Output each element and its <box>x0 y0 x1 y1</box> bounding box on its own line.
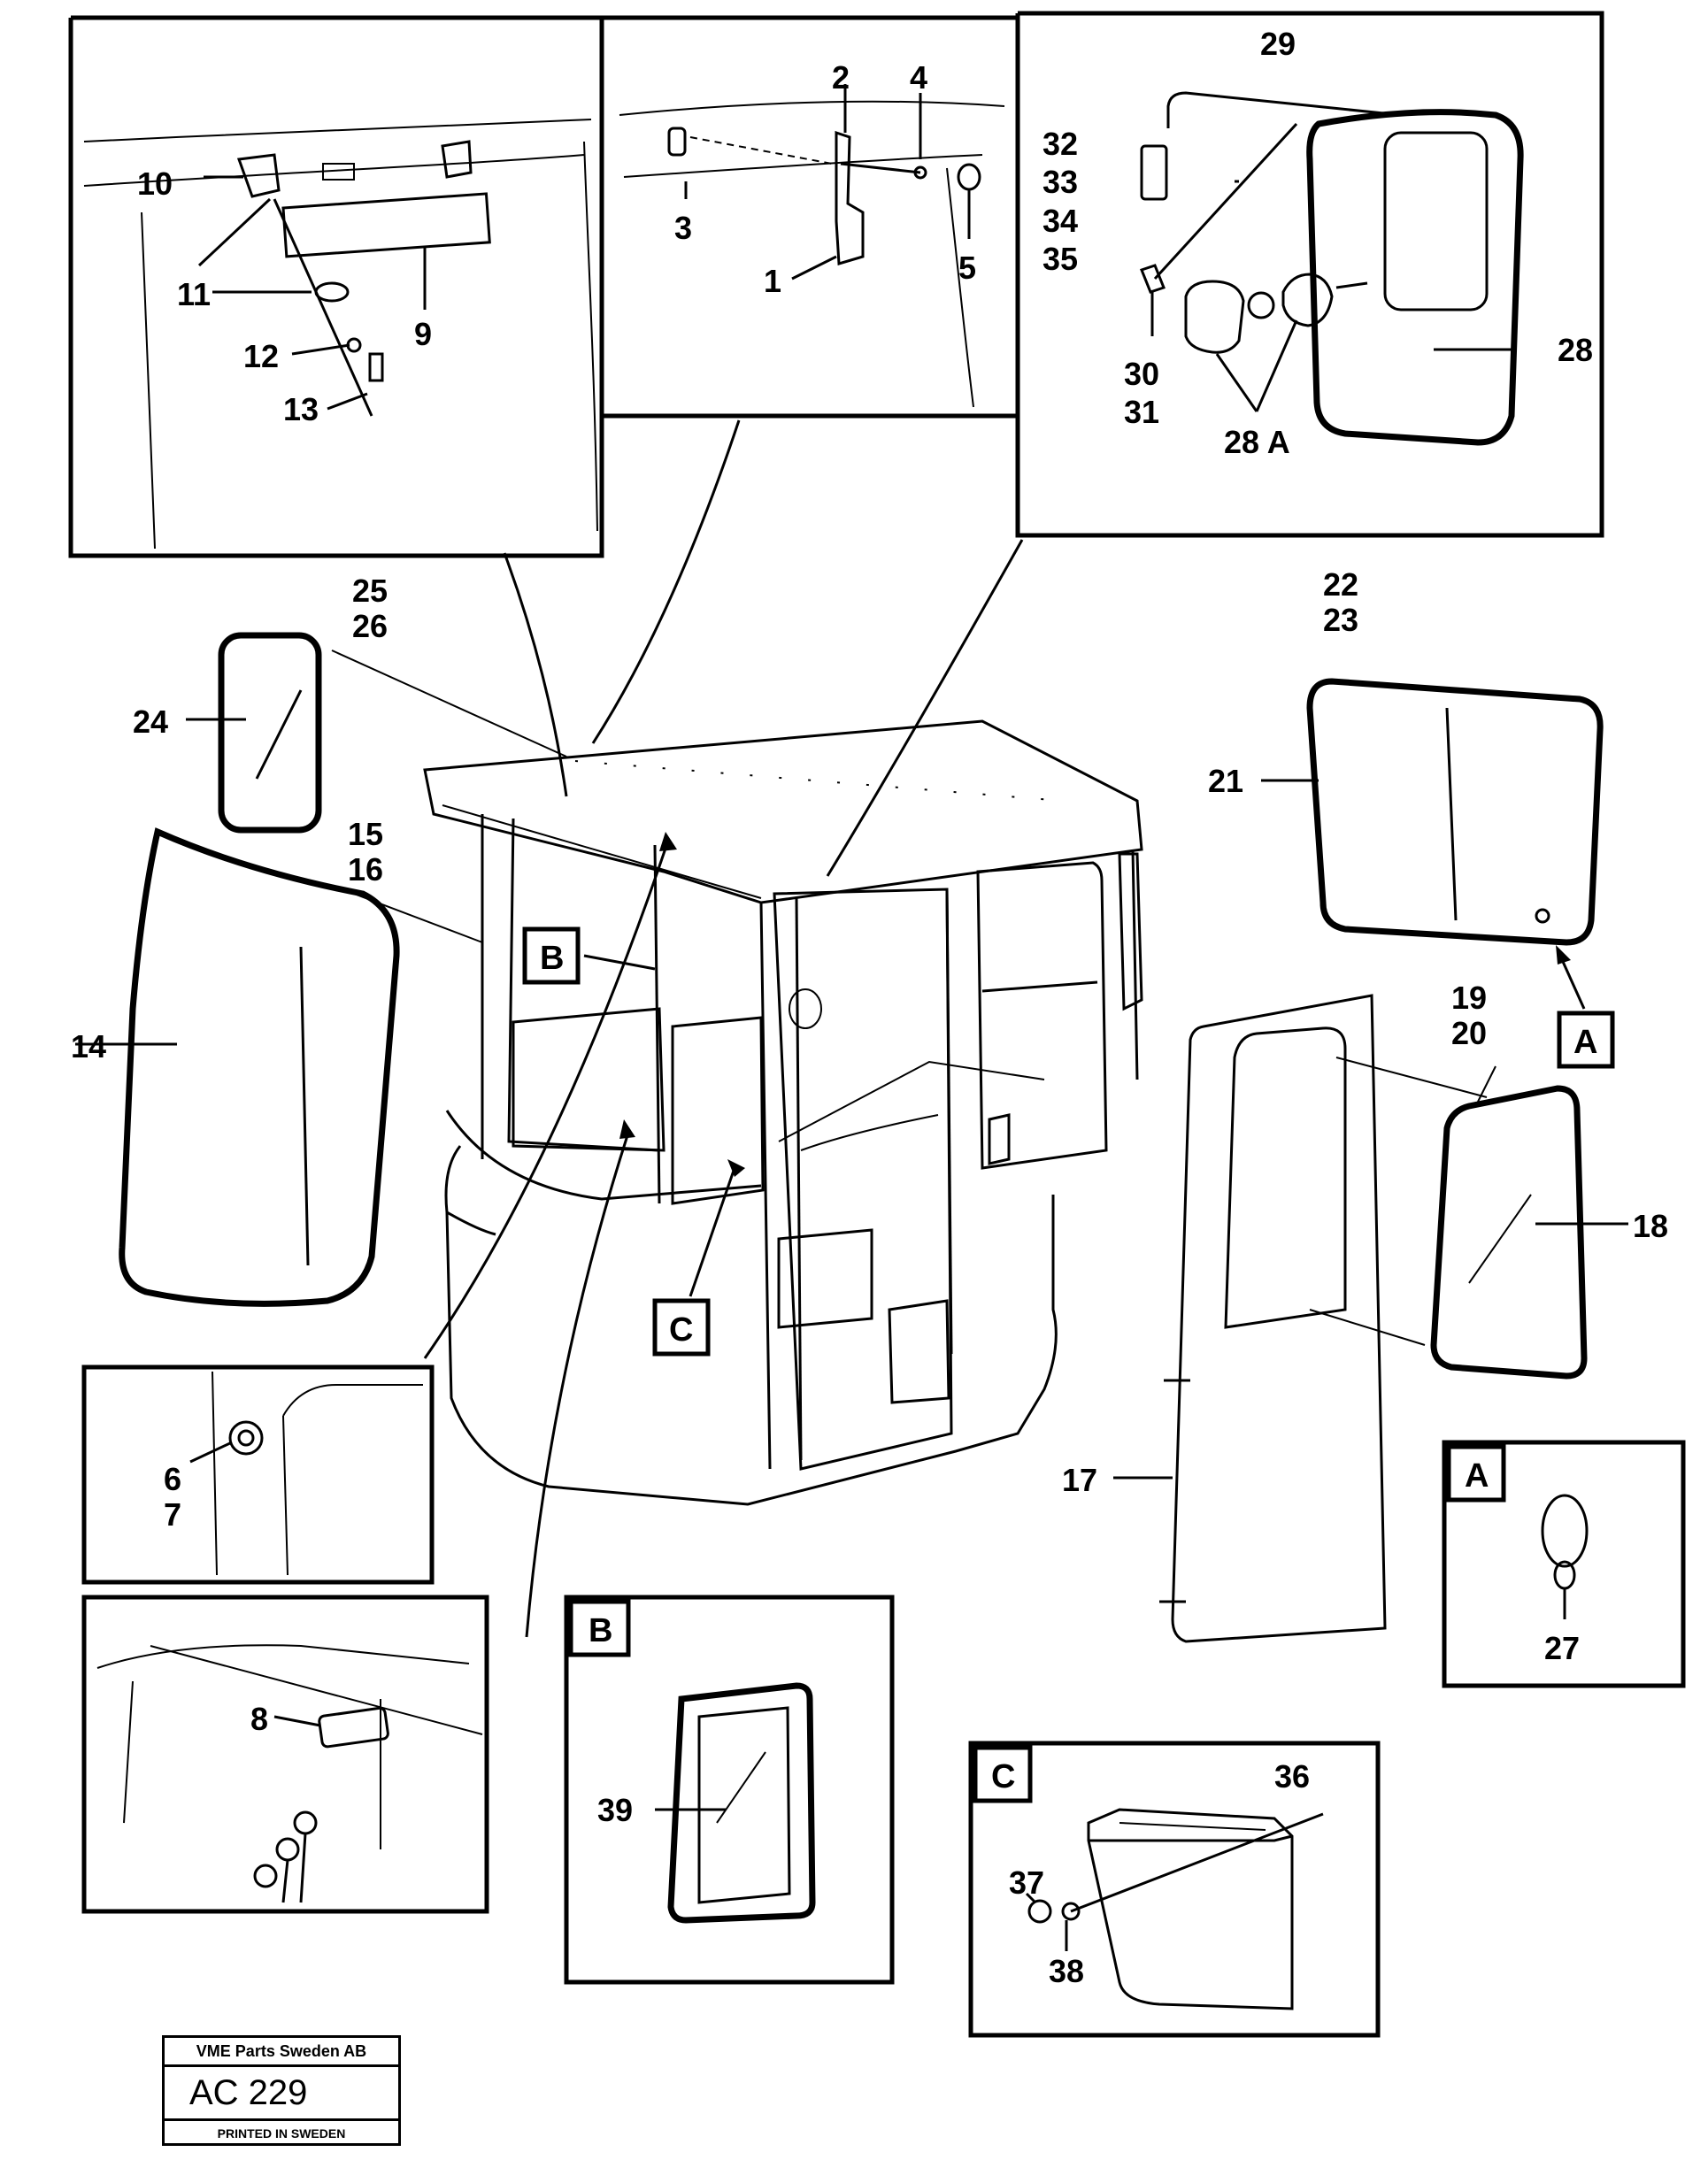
windshield-part-14: 14 15 16 <box>71 816 483 1307</box>
rear-window-part-21: 21 22 23 <box>1208 566 1604 946</box>
ref-letter-a-main: A <box>1573 1024 1597 1061</box>
ref-marker-c-main: C <box>652 1159 745 1357</box>
part-label-24: 24 <box>133 703 168 740</box>
part-label-38: 38 <box>1049 1953 1084 1989</box>
part-label-28a: 28 A <box>1224 424 1290 460</box>
part-label-5: 5 <box>958 250 976 286</box>
part-label-10: 10 <box>137 165 173 202</box>
part-label-3: 3 <box>674 210 692 246</box>
inset-leader-ext-mirror <box>826 539 1024 877</box>
inset-sun-visor: 10 11 12 13 9 <box>68 15 604 558</box>
ref-marker-a-main: A <box>1556 945 1615 1069</box>
part-label-17: 17 <box>1062 1462 1097 1498</box>
part-label-15: 15 <box>348 816 383 852</box>
part-label-36: 36 <box>1274 1758 1310 1795</box>
door-window-part-18: 18 19 20 <box>1309 980 1668 1380</box>
arrow-head-b <box>659 832 677 851</box>
part-label-31: 31 <box>1124 394 1159 430</box>
part-label-6: 6 <box>164 1461 181 1497</box>
stamp-code: AC 229 <box>165 2067 398 2121</box>
part-label-39: 39 <box>597 1792 633 1828</box>
leader-to-box-c <box>525 1132 630 1638</box>
part-label-7: 7 <box>164 1496 181 1533</box>
door-part-17: 17 <box>1062 994 1387 1643</box>
part-label-12: 12 <box>243 338 279 374</box>
part-label-1: 1 <box>764 263 781 299</box>
ref-marker-b-main: B <box>522 926 656 985</box>
part-label-2: 2 <box>832 59 850 96</box>
part-label-25: 25 <box>352 573 388 609</box>
part-label-33: 33 <box>1042 164 1078 200</box>
vme-parts-stamp: VME Parts Sweden AB AC 229 PRINTED IN SW… <box>162 2035 401 2146</box>
part-label-13: 13 <box>283 391 319 427</box>
ref-letter-b-detail: B <box>589 1612 612 1649</box>
part-label-28: 28 <box>1558 332 1593 368</box>
part-label-8: 8 <box>250 1701 268 1737</box>
part-label-34: 34 <box>1042 203 1078 239</box>
part-label-9: 9 <box>414 316 432 352</box>
part-label-21: 21 <box>1208 763 1243 799</box>
stamp-printed: PRINTED IN SWEDEN <box>217 2126 346 2141</box>
part-label-32: 32 <box>1042 126 1078 162</box>
part-label-23: 23 <box>1323 602 1358 638</box>
part-label-29: 29 <box>1260 26 1296 62</box>
arrow-head-c <box>619 1119 635 1139</box>
part-label-22: 22 <box>1323 566 1358 603</box>
inset-exterior-mirror: 29 32 33 34 35 30 31 28 A 28 <box>1015 11 1604 538</box>
part-label-16: 16 <box>348 851 383 888</box>
inset-leader-mirror <box>591 419 741 744</box>
inset-grommet-6-7: 6 7 <box>81 1364 435 1585</box>
inset-leader-visor <box>503 552 568 797</box>
detail-a-inset: A 27 <box>1442 1440 1686 1688</box>
ref-letter-c-detail: C <box>991 1758 1015 1795</box>
part-label-11: 11 <box>177 276 211 312</box>
ref-letter-b-main: B <box>540 940 564 977</box>
part-label-20: 20 <box>1451 1015 1487 1051</box>
part-label-26: 26 <box>352 608 388 644</box>
part-label-4: 4 <box>910 59 927 96</box>
ref-letter-c-main: C <box>669 1311 693 1349</box>
part-label-35: 35 <box>1042 241 1078 277</box>
part-label-18: 18 <box>1633 1208 1668 1244</box>
side-window-part-24: 24 25 26 <box>133 573 567 834</box>
inset-interior-mirror: 2 4 3 1 5 <box>599 15 1020 419</box>
stamp-company: VME Parts Sweden AB <box>165 2038 398 2067</box>
leader-to-window-b <box>423 840 670 1359</box>
part-label-14: 14 <box>71 1028 106 1065</box>
ref-letter-a-detail: A <box>1465 1457 1489 1495</box>
part-label-30: 30 <box>1124 356 1159 392</box>
part-label-37: 37 <box>1009 1864 1044 1901</box>
detail-c-inset: C 36 37 38 <box>968 1741 1381 2038</box>
part-label-19: 19 <box>1451 980 1487 1016</box>
inset-label-8: 8 <box>81 1595 489 1914</box>
part-label-27: 27 <box>1544 1630 1580 1666</box>
cab-body <box>423 719 1143 1506</box>
detail-b-inset: B 39 <box>564 1595 895 1985</box>
